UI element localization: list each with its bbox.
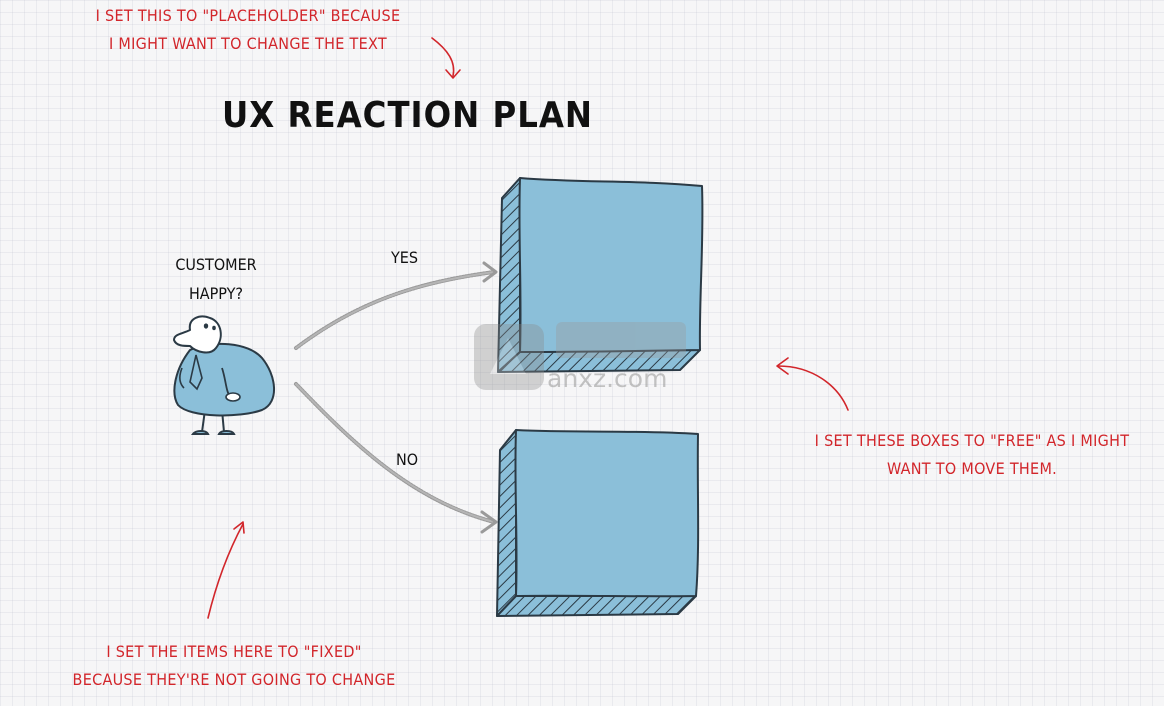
annotation-top-line-1: I SET THIS TO "PLACEHOLDER" BECAUSE — [95, 6, 401, 25]
annotation-right-line-2: WANT TO MOVE THEM. — [886, 459, 1058, 478]
annotation-top-line-2: I MIGHT WANT TO CHANGE THE TEXT — [109, 34, 387, 53]
arrow-no[interactable] — [294, 382, 498, 534]
customer-figure-icon[interactable] — [173, 315, 276, 435]
branch-no-label: NO — [396, 450, 419, 469]
annotation-bottom: I SET THE ITEMS HERE TO "FIXED" BECAUSE … — [24, 638, 444, 694]
annotation-bottom-line-2: BECAUSE THEY'RE NOT GOING TO CHANGE — [72, 670, 396, 689]
box-top[interactable] — [497, 177, 704, 373]
watermark-text: anxz.com — [547, 364, 668, 393]
box-bottom[interactable] — [496, 429, 700, 617]
branch-yes-label: YES — [391, 248, 419, 267]
annotation-right-line-1: I SET THESE BOXES TO "FREE" AS I MIGHT — [814, 431, 1130, 450]
question-line-1: CUSTOMER — [175, 255, 257, 274]
box-bottom-bottom — [496, 595, 697, 617]
annotation-arrow-right — [776, 357, 849, 411]
box-bottom-side — [496, 429, 517, 617]
box-bottom-face — [514, 429, 700, 598]
watermark-logo-icon — [474, 322, 686, 390]
question-line-2: HAPPY? — [188, 284, 244, 303]
annotation-top: I SET THIS TO "PLACEHOLDER" BECAUSE I MI… — [58, 2, 438, 58]
diagram-title: UX REACTION PLAN — [222, 95, 594, 136]
annotation-bottom-line-1: I SET THE ITEMS HERE TO "FIXED" — [106, 642, 362, 661]
annotation-right: I SET THESE BOXES TO "FREE" AS I MIGHT W… — [772, 427, 1164, 483]
annotation-arrow-top — [431, 37, 461, 79]
arrow-yes[interactable] — [294, 261, 498, 350]
customer-question-label: CUSTOMER HAPPY? — [160, 250, 272, 308]
box-top-face — [518, 177, 704, 353]
annotation-arrow-bottom — [207, 521, 245, 619]
